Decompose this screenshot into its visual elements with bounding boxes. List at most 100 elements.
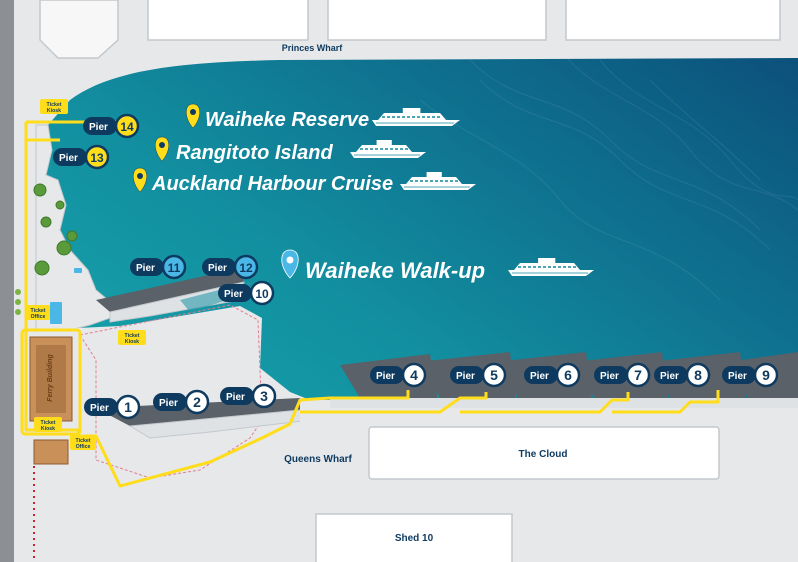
pier-number: 1 xyxy=(124,399,132,415)
destination-harbour-cruise[interactable]: Auckland Harbour Cruise xyxy=(133,167,393,195)
pier-13-badge[interactable]: Pier 13 xyxy=(53,144,110,170)
pier-number: 10 xyxy=(255,287,269,301)
pier-number-circle xyxy=(753,362,779,388)
land-left-edge xyxy=(0,0,14,562)
pier-2-badge[interactable]: Pier 2 xyxy=(153,389,210,415)
pier-word: Pier xyxy=(224,289,243,300)
pier-4-badge[interactable]: Pier 4 xyxy=(370,362,427,388)
pier-pill xyxy=(654,366,688,384)
map-pin-icon xyxy=(186,103,200,129)
pier-number-circle xyxy=(84,144,110,170)
pier-word: Pier xyxy=(376,371,395,382)
pier-number: 5 xyxy=(490,367,498,383)
destination-label: Auckland Harbour Cruise xyxy=(151,173,393,195)
shed-10-building xyxy=(315,513,513,562)
pier-5-badge[interactable]: Pier 5 xyxy=(450,362,507,388)
pier-pill xyxy=(450,366,484,384)
svg-text:Ticket: Ticket xyxy=(41,420,56,426)
ferry-icon xyxy=(400,172,476,190)
ferry-icon xyxy=(508,258,594,276)
pier-number-circle xyxy=(401,362,427,388)
ticket-kiosk-bottom: Ticket Kiosk xyxy=(34,417,62,432)
pier-number-circle xyxy=(625,362,651,388)
ferry-icon xyxy=(372,108,460,126)
pier-pill xyxy=(220,387,254,405)
pier-number-circle xyxy=(233,254,259,280)
pier-number-circle xyxy=(114,113,140,139)
ferry-building-label: Ferry Building xyxy=(47,354,54,402)
the-cloud-building xyxy=(368,426,720,480)
pier-word: Pier xyxy=(89,122,108,133)
svg-text:Office: Office xyxy=(76,444,91,450)
svg-text:Ticket: Ticket xyxy=(47,102,62,108)
princes-building-1 xyxy=(147,0,309,41)
map-pin-icon xyxy=(155,136,169,162)
pier-word: Pier xyxy=(456,371,475,382)
pier-word: Pier xyxy=(226,392,245,403)
pier-6-badge[interactable]: Pier 6 xyxy=(524,362,581,388)
pier-pill xyxy=(130,258,164,276)
destination-waiheke-reserve[interactable]: Waiheke Reserve xyxy=(186,103,369,131)
pier-number-circle xyxy=(555,362,581,388)
princes-wharf-label: Princes Wharf xyxy=(282,43,344,53)
ferry-icon xyxy=(350,140,426,158)
pier-number: 12 xyxy=(239,261,253,275)
pier-pill xyxy=(524,366,558,384)
pier-number: 6 xyxy=(564,367,572,383)
ticket-kiosk-mid: Ticket Kiosk xyxy=(118,330,146,345)
pier-14-badge[interactable]: Pier 14 xyxy=(83,113,140,139)
svg-text:Kiosk: Kiosk xyxy=(125,339,139,345)
destination-label: Rangitoto Island xyxy=(176,142,333,164)
pier-word: Pier xyxy=(530,371,549,382)
pier-number: 4 xyxy=(410,367,418,383)
pier-1-3-deck xyxy=(128,409,312,439)
pier-number-circle xyxy=(115,394,141,420)
octagon-building xyxy=(39,0,119,59)
pier-11-12-structure xyxy=(96,268,244,312)
map-pin-icon xyxy=(281,249,299,279)
the-cloud-label: The Cloud xyxy=(519,449,568,460)
pier-pill xyxy=(594,366,628,384)
pier-number: 11 xyxy=(168,261,181,275)
pier-number-circle xyxy=(161,254,187,280)
shed-10-label: Shed 10 xyxy=(395,533,434,544)
pier-number-circle xyxy=(481,362,507,388)
svg-text:Ticket: Ticket xyxy=(31,308,46,314)
pier-12-badge[interactable]: Pier 12 xyxy=(202,254,259,280)
ticket-kiosk-top: Ticket Kiosk xyxy=(40,99,68,114)
pier-word: Pier xyxy=(600,371,619,382)
pier-word: Pier xyxy=(208,263,227,274)
princes-building-2 xyxy=(327,0,547,41)
ticket-office-left: Ticket Office xyxy=(26,305,50,320)
pier-number-circle xyxy=(184,389,210,415)
pier-number: 2 xyxy=(193,394,201,410)
destination-rangitoto[interactable]: Rangitoto Island xyxy=(155,136,333,164)
trees xyxy=(33,183,78,276)
pier-pill xyxy=(218,284,252,302)
svg-text:Kiosk: Kiosk xyxy=(41,426,55,432)
pier-word: Pier xyxy=(159,398,178,409)
svg-text:Office: Office xyxy=(31,314,46,320)
pier-word: Pier xyxy=(59,153,78,164)
pier-10-badge[interactable]: Pier 10 xyxy=(218,280,275,306)
pier-number: 14 xyxy=(120,120,134,134)
water-contours xyxy=(419,49,798,301)
ferry-building-roof xyxy=(36,345,66,413)
destination-waiheke-walkup[interactable]: Waiheke Walk-up xyxy=(281,249,485,283)
pier-pill xyxy=(722,366,756,384)
pier-number-circle xyxy=(685,362,711,388)
princes-building-3 xyxy=(565,0,781,41)
svg-text:Ticket: Ticket xyxy=(125,333,140,339)
pier-pill xyxy=(84,398,118,416)
pier-number: 13 xyxy=(90,151,104,165)
pier-number-circle xyxy=(251,383,277,409)
green-dots xyxy=(15,289,21,315)
